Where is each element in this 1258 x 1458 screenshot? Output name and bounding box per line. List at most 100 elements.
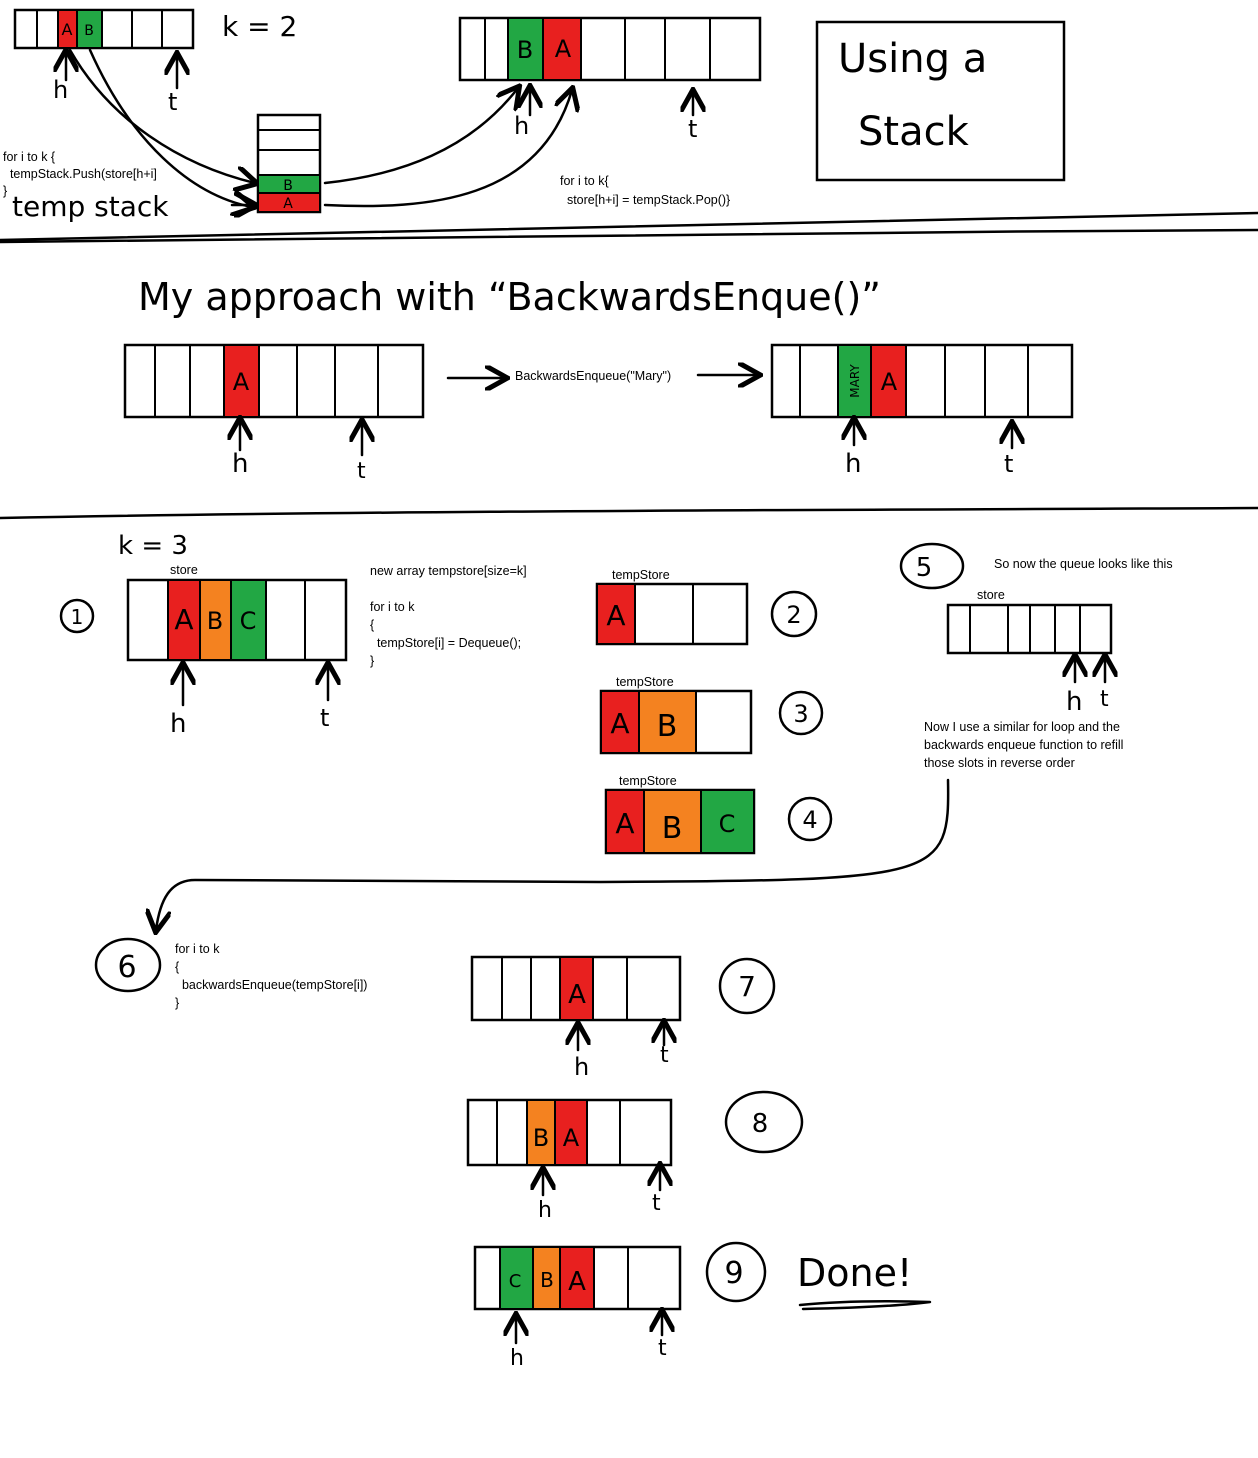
array-step7: A: [470, 955, 682, 1022]
step3-cell-a: A: [610, 707, 629, 740]
stack-cell-a: A: [283, 196, 293, 212]
s2-cell-a: A: [233, 368, 250, 396]
h-pointer-step1: h: [170, 709, 186, 739]
cell-b: B: [84, 23, 94, 39]
done-underline: [798, 1299, 932, 1311]
t-pointer-step1: t: [320, 704, 329, 732]
t-pointer-s2-after: t: [1004, 450, 1013, 478]
stack-cell-b: B: [283, 178, 293, 194]
backwards-enqueue-call: BackwardsEnqueue("Mary"): [515, 369, 671, 383]
step-3-marker: 3: [778, 690, 824, 736]
section-k3-walkthrough: k = 3 store 1 A B C h t new array tempst…: [59, 531, 1173, 1371]
push-code-line-3: }: [3, 184, 7, 198]
step2-cell-a: A: [606, 599, 625, 632]
tempstore-label-step3: tempStore: [616, 675, 674, 689]
divider-1: [0, 211, 1258, 242]
temp-stack: B A: [256, 113, 322, 214]
step-7-marker: 7: [718, 957, 776, 1015]
refill-note-line-3: those slots in reverse order: [924, 756, 1075, 770]
h-pointer-step8: h: [538, 1198, 552, 1223]
result-cell-a: A: [555, 35, 572, 63]
step-9-marker: 9: [705, 1241, 767, 1303]
t-pointer-s1-result: t: [688, 115, 697, 143]
pop-code-line-2: store[h+i] = tempStack.Pop()}: [560, 193, 730, 207]
enqueue-code-line-2: {: [175, 960, 179, 974]
s2-cell-a-after: A: [881, 368, 898, 396]
refill-note-line-2: backwards enqueue function to refill: [924, 738, 1123, 752]
store-label-step1: store: [170, 563, 198, 577]
dequeue-code-line-4: {: [370, 618, 374, 632]
step3-cell-b: B: [657, 709, 678, 744]
result-cell-b: B: [517, 36, 533, 64]
step-6-number: 6: [117, 950, 136, 985]
step-1-number: 1: [71, 605, 84, 629]
step1-cell-c: C: [240, 607, 257, 635]
dequeue-code-line-6: }: [370, 654, 374, 668]
refill-note: Now I use a similar for loop and the bac…: [924, 720, 1123, 770]
t-pointer-step8: t: [652, 1191, 661, 1216]
step-5-number: 5: [916, 553, 933, 583]
step4-cell-c: C: [719, 810, 736, 838]
push-code-line-1: for i to k {: [3, 150, 55, 164]
step4-cell-a: A: [615, 807, 634, 840]
pop-code-line-1: for i to k{: [560, 174, 609, 188]
array-step1: A B C: [126, 578, 348, 662]
t-pointer-step5: t: [1100, 687, 1109, 712]
step-8-number: 8: [752, 1109, 769, 1139]
t-pointer-step9: t: [658, 1336, 667, 1361]
dequeue-code-line-5: tempStore[i] = Dequeue();: [370, 636, 521, 650]
cell-a: A: [62, 20, 73, 39]
using-stack-box: Using a Stack: [815, 20, 1066, 182]
t-pointer-step7: t: [660, 1043, 669, 1068]
step-8-marker: 8: [724, 1090, 804, 1154]
push-code-line-2: tempStack.Push(store[h+i]: [3, 167, 157, 181]
step-4-marker: 4: [787, 796, 833, 842]
step9-cell-c: C: [509, 1271, 522, 1292]
k-label-s3: k = 3: [118, 531, 188, 561]
step1-cell-b: B: [207, 607, 223, 635]
step-9-number: 9: [724, 1256, 743, 1291]
using-stack-line-2: Stack: [858, 109, 970, 155]
queue-note: So now the queue looks like this: [994, 557, 1173, 571]
step7-cell-a: A: [568, 980, 586, 1010]
h-pointer-step7: h: [574, 1053, 589, 1081]
tempstore-step4: A B C: [604, 788, 756, 855]
section2-heading: My approach with “BackwardsEnque()”: [138, 275, 881, 319]
dequeue-code-line-1: new array tempstore[size=k]: [370, 564, 527, 578]
dequeue-code-line-3: for i to k: [370, 600, 415, 614]
h-pointer-s2-after: h: [845, 449, 861, 479]
step1-cell-a: A: [174, 603, 193, 636]
s2-cell-mary: MARY: [848, 364, 862, 398]
enqueue-code-line-1: for i to k: [175, 942, 220, 956]
step8-cell-b: B: [533, 1124, 549, 1152]
pop-code: for i to k{ store[h+i] = tempStack.Pop()…: [560, 174, 730, 207]
array-s1-initial: A B: [13, 8, 195, 50]
dequeue-code: new array tempstore[size=k] for i to k {…: [370, 564, 527, 668]
done-label: Done!: [797, 1251, 912, 1295]
array-s2-before: A: [123, 343, 425, 419]
temp-stack-label: temp stack: [12, 190, 169, 223]
array-s1-result: B A: [458, 16, 762, 82]
step-6-marker: 6: [94, 937, 162, 993]
step-1-marker: 1: [59, 598, 95, 634]
step8-cell-a: A: [563, 1124, 580, 1152]
enqueue-code: for i to k { backwardsEnqueue(tempStore[…: [175, 942, 367, 1010]
h-pointer-step5: h: [1066, 687, 1082, 717]
h-pointer-s1: h: [53, 76, 68, 104]
tempstore-step3: A B: [599, 689, 753, 755]
step-7-number: 7: [738, 970, 756, 1003]
h-pointer-s2-before: h: [232, 449, 248, 479]
tempstore-label-step4: tempStore: [619, 774, 677, 788]
array-step5: [946, 603, 1113, 655]
refill-note-line-1: Now I use a similar for loop and the: [924, 720, 1120, 734]
array-s2-after: MARY A: [770, 343, 1074, 419]
enqueue-code-line-3: backwardsEnqueue(tempStore[i]): [175, 978, 367, 992]
step4-cell-b: B: [662, 811, 683, 846]
k-label-s1: k = 2: [222, 10, 297, 43]
array-step9: C B A: [473, 1245, 682, 1311]
step-2-number: 2: [786, 601, 801, 629]
push-code: for i to k { tempStack.Push(store[h+i] }: [3, 150, 157, 198]
array-step8: B A: [466, 1098, 673, 1167]
step-4-number: 4: [802, 806, 817, 834]
enqueue-code-line-4: }: [175, 996, 179, 1010]
